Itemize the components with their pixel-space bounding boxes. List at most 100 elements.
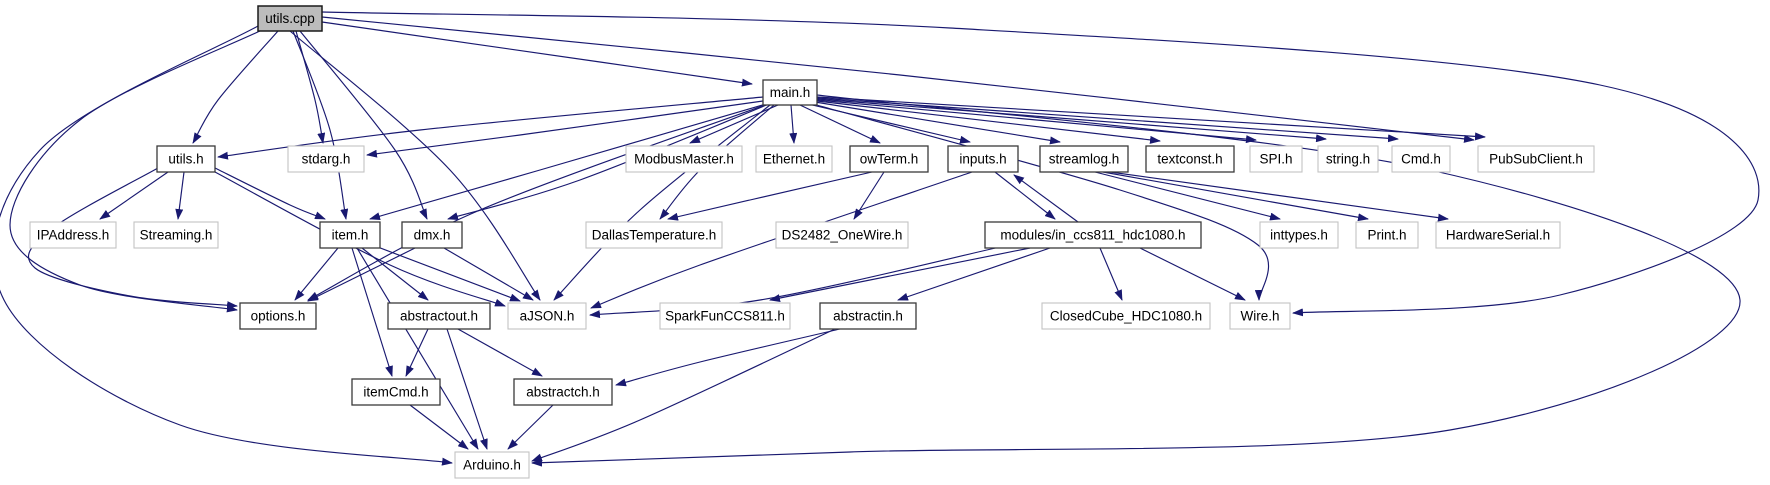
node-label-abstractch_h: abstractch.h	[526, 385, 600, 400]
node-ethernet_h[interactable]: Ethernet.h	[755, 145, 833, 173]
node-arduino_h[interactable]: Arduino.h	[454, 451, 530, 479]
edge-streamlog_h-print_h	[1102, 171, 1369, 222]
node-box-module_ccs811_h	[984, 221, 1202, 249]
node-box-itemcmd_h	[351, 378, 441, 406]
node-textconst_h[interactable]: textconst.h	[1145, 145, 1235, 173]
node-box-dallastemperature_h	[585, 221, 723, 249]
edge-main_h-textconst_h	[816, 100, 1161, 144]
node-label-ds2482_onewire_h: DS2482_OneWire.h	[782, 228, 903, 243]
node-dmx_h[interactable]: dmx.h	[401, 221, 463, 249]
node-label-arduino_h: Arduino.h	[463, 458, 521, 473]
node-box-arduino_h	[454, 451, 530, 479]
node-utils_h[interactable]: utils.h	[156, 145, 216, 173]
node-cmd_h[interactable]: Cmd.h	[1391, 145, 1451, 173]
node-label-inttypes_h: inttypes.h	[1270, 228, 1328, 243]
node-label-hardwareserial_h: HardwareSerial.h	[1446, 228, 1550, 243]
node-box-ethernet_h	[755, 145, 833, 173]
node-hardwareserial_h[interactable]: HardwareSerial.h	[1435, 221, 1561, 249]
node-box-cmd_h	[1391, 145, 1451, 173]
node-print_h[interactable]: Print.h	[1355, 221, 1419, 249]
edge-inputs_h-ajson_h	[590, 171, 973, 309]
node-dallastemperature_h[interactable]: DallasTemperature.h	[585, 221, 723, 249]
node-abstractin_h[interactable]: abstractin.h	[819, 302, 917, 330]
node-box-ds2482_onewire_h	[775, 221, 909, 249]
edge-main_h-ajson_h	[553, 104, 771, 301]
node-box-utils_h	[156, 145, 216, 173]
edge-item_h-abstractout_h	[361, 247, 429, 301]
edge-utils_h-streaming_h	[175, 171, 185, 220]
node-modbusmaster_h[interactable]: ModbusMaster.h	[625, 145, 743, 173]
node-owterm_h[interactable]: owTerm.h	[849, 145, 929, 173]
node-box-abstractch_h	[513, 378, 613, 406]
node-module_ccs811_h[interactable]: modules/in_ccs811_hdc1080.h	[984, 221, 1202, 249]
node-closedcube_hdc1080_h[interactable]: ClosedCube_HDC1080.h	[1041, 302, 1211, 330]
node-box-print_h	[1355, 221, 1419, 249]
edge-streamlog_h-hardwareserial_h	[1109, 171, 1449, 222]
edge-itemcmd_h-arduino_h	[409, 404, 469, 450]
node-box-dmx_h	[401, 221, 463, 249]
node-label-streamlog_h: streamlog.h	[1049, 152, 1120, 167]
node-label-closedcube_hdc1080_h: ClosedCube_HDC1080.h	[1050, 309, 1202, 324]
edge-utils_h-ipaddress_h	[99, 171, 169, 220]
edge-item_h-arduino_h	[356, 247, 479, 450]
node-ajson_h[interactable]: aJSON.h	[507, 302, 587, 330]
node-label-module_ccs811_h: modules/in_ccs811_hdc1080.h	[1000, 228, 1185, 243]
node-streamlog_h[interactable]: streamlog.h	[1039, 145, 1129, 173]
node-main_h[interactable]: main.h	[762, 79, 818, 106]
node-abstractout_h[interactable]: abstractout.h	[387, 302, 491, 330]
edge-module_ccs811_h-sparkfunccs811_h	[769, 247, 1031, 302]
node-box-abstractin_h	[819, 302, 917, 330]
edge-main_h-item_h	[369, 103, 767, 221]
node-label-inputs_h: inputs.h	[959, 152, 1006, 167]
edge-utils_cpp-main_h	[321, 21, 753, 87]
node-streaming_h[interactable]: Streaming.h	[133, 221, 219, 249]
node-box-wire_h	[1229, 302, 1291, 330]
node-box-main_h	[762, 79, 818, 106]
nodes-layer: utils.cpp main.h utils.h stdarg.h ModbusMast…	[29, 5, 1595, 479]
node-box-hardwareserial_h	[1435, 221, 1561, 249]
node-item_h[interactable]: item.h	[319, 221, 381, 249]
edge-utils_cpp-item_h	[292, 30, 349, 220]
edge-utils_cpp-options_h	[9, 29, 263, 313]
node-label-dmx_h: dmx.h	[414, 228, 451, 243]
edge-main_h-options_h	[307, 104, 766, 301]
node-spi_h[interactable]: SPI.h	[1249, 145, 1303, 173]
edge-abstractout_h-arduino_h	[446, 328, 488, 450]
node-string_h[interactable]: string.h	[1317, 145, 1379, 173]
edge-inputs_h-module_ccs811_h	[994, 171, 1056, 220]
node-stdarg_h[interactable]: stdarg.h	[287, 145, 365, 173]
edge-main_h-pubsubclient_h	[816, 96, 1486, 141]
node-label-abstractout_h: abstractout.h	[400, 309, 478, 324]
node-inputs_h[interactable]: inputs.h	[947, 145, 1019, 173]
node-itemcmd_h[interactable]: itemCmd.h	[351, 378, 441, 406]
node-label-ethernet_h: Ethernet.h	[763, 152, 825, 167]
edge-utils_h-item_h	[214, 167, 326, 220]
node-abstractch_h[interactable]: abstractch.h	[513, 378, 613, 406]
node-label-pubsubclient_h: PubSubClient.h	[1489, 152, 1583, 167]
node-label-cmd_h: Cmd.h	[1401, 152, 1441, 167]
edge-utils_cpp-arduino_h	[0, 25, 453, 466]
edge-main_h-ethernet_h	[789, 104, 798, 144]
edge-module_ccs811_h-abstractin_h	[897, 247, 1051, 301]
node-box-options_h	[239, 302, 317, 330]
node-pubsubclient_h[interactable]: PubSubClient.h	[1477, 145, 1595, 173]
edge-abstractch_h-arduino_h	[507, 404, 554, 450]
node-wire_h[interactable]: Wire.h	[1229, 302, 1291, 330]
edge-item_h-options_h	[294, 247, 339, 301]
node-box-textconst_h	[1145, 145, 1235, 173]
node-ipaddress_h[interactable]: IPAddress.h	[29, 221, 117, 249]
node-options_h[interactable]: options.h	[239, 302, 317, 330]
node-label-stdarg_h: stdarg.h	[302, 152, 351, 167]
node-box-ajson_h	[507, 302, 587, 330]
node-label-ajson_h: aJSON.h	[520, 309, 575, 324]
node-inttypes_h[interactable]: inttypes.h	[1259, 221, 1339, 249]
node-box-spi_h	[1249, 145, 1303, 173]
node-box-abstractout_h	[387, 302, 491, 330]
edge-utils_cpp-ajson_h	[289, 30, 541, 301]
node-ds2482_onewire_h[interactable]: DS2482_OneWire.h	[775, 221, 909, 249]
node-label-item_h: item.h	[332, 228, 369, 243]
node-utils_cpp[interactable]: utils.cpp	[257, 5, 323, 32]
edge-utils_cpp-dmx_h	[299, 30, 428, 220]
node-sparkfunccs811_h[interactable]: SparkFunCCS811.h	[659, 302, 791, 330]
node-label-string_h: string.h	[1326, 152, 1370, 167]
